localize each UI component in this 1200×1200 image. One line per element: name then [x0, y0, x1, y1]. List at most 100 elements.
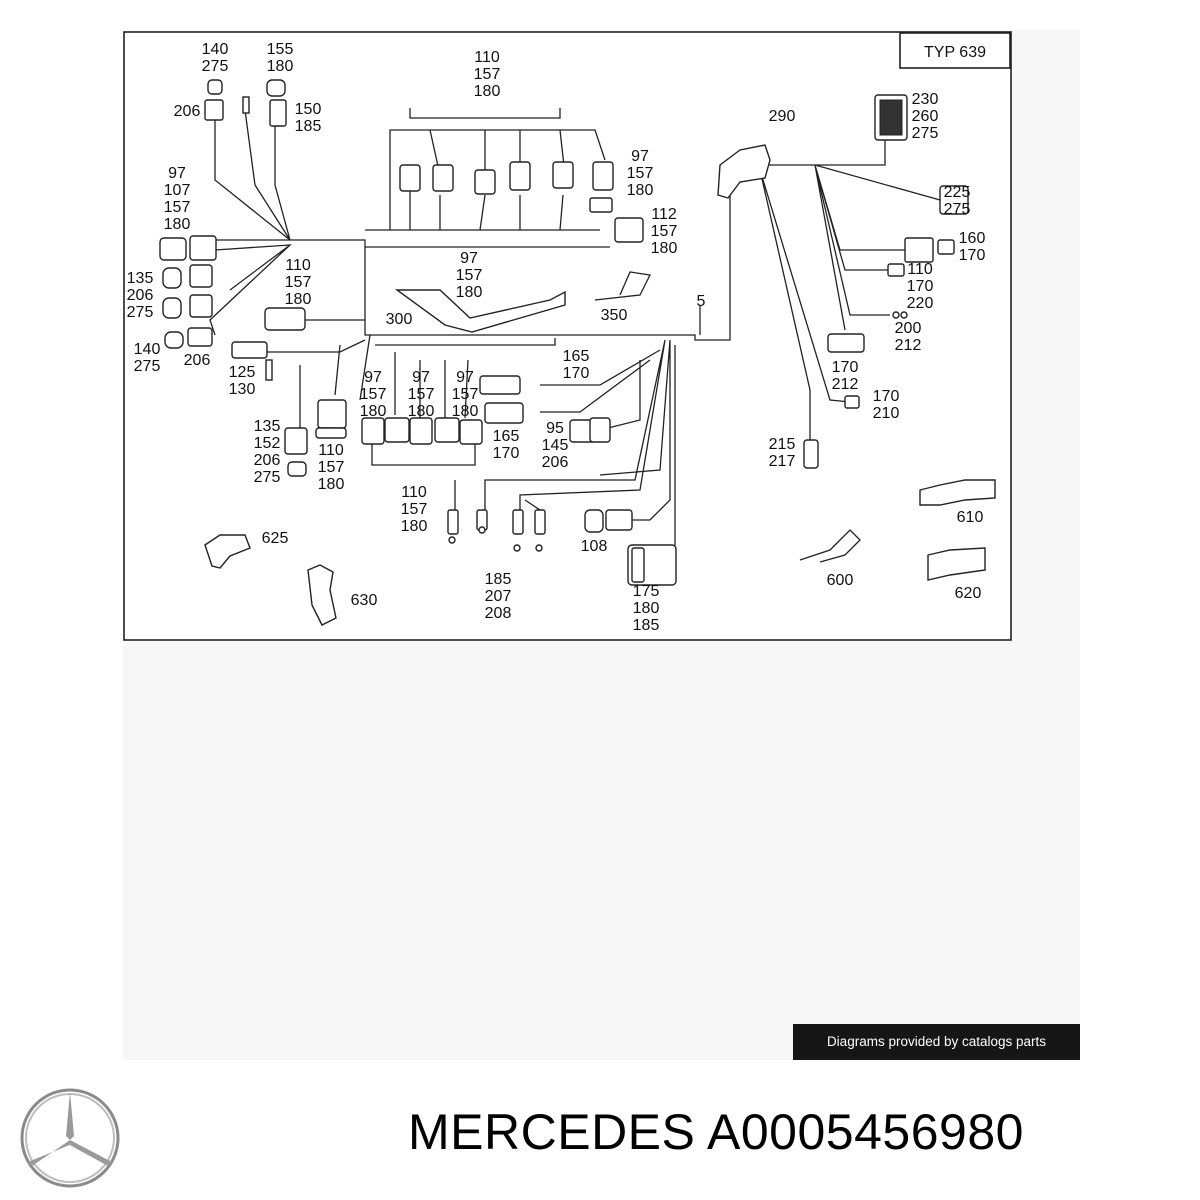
callout-line: 275	[944, 201, 971, 218]
callout-line: 206	[184, 352, 211, 369]
connector-parts	[159, 79, 996, 626]
callout-line: 97	[364, 369, 382, 386]
callout-line: 157	[408, 386, 435, 403]
callout-line: 150	[295, 101, 322, 118]
callout-line: 110	[474, 49, 500, 66]
callout-line: 206	[174, 103, 201, 120]
callout-line: 108	[581, 538, 608, 555]
callout-108: 108	[581, 538, 608, 555]
callout-line: 110	[285, 257, 311, 274]
callout-line: 97	[460, 250, 478, 267]
callout-line: 180	[633, 600, 660, 617]
callout-300: 300	[386, 311, 413, 328]
callout-line: 170	[959, 247, 986, 264]
callout-line: 170	[832, 359, 859, 376]
callout-line: 140	[134, 341, 161, 358]
callout-line: 110	[401, 484, 427, 501]
callout-line: 217	[769, 453, 796, 470]
callout-line: 260	[912, 108, 939, 125]
callout-line: 206	[254, 452, 281, 469]
callout-line: 275	[254, 469, 281, 486]
callout-line: 157	[285, 274, 312, 291]
callout-line: 180	[456, 284, 483, 301]
callout-line: 185	[295, 118, 322, 135]
callout-line: 157	[164, 199, 191, 216]
callout-line: 275	[134, 358, 161, 375]
callout-line: 165	[493, 428, 520, 445]
callout-line: 275	[912, 125, 939, 142]
callout-line: 180	[401, 518, 428, 535]
callout-line: 5	[697, 293, 706, 310]
callout-line: 620	[955, 585, 982, 602]
callout-line: 230	[912, 91, 939, 108]
callout-line: 157	[651, 223, 678, 240]
callout-line: 212	[832, 376, 859, 393]
callout-630: 630	[351, 592, 378, 609]
callout-line: 180	[474, 83, 501, 100]
callout-line: 185	[633, 617, 660, 634]
callout-5: 5	[697, 293, 706, 310]
watermark-badge: Diagrams provided by catalogs parts	[793, 1024, 1080, 1060]
callout-line: 157	[452, 386, 479, 403]
callout-line: 95	[546, 420, 564, 437]
wiring-harness-diagram: TYP 639	[123, 31, 1012, 641]
brand-title: MERCEDES A0005456980	[408, 1104, 1024, 1160]
callout-line: 300	[386, 311, 413, 328]
callout-line: 107	[164, 182, 191, 199]
callout-line: 225	[944, 184, 971, 201]
callout-line: 157	[318, 459, 345, 476]
callout-line: 180	[627, 182, 654, 199]
callout-line: 208	[485, 605, 512, 622]
callout-line: 170	[493, 445, 520, 462]
callout-line: 145	[542, 437, 569, 454]
callout-line: 135	[127, 270, 154, 287]
callout-line: 160	[959, 230, 986, 247]
callout-620: 620	[955, 585, 982, 602]
callout-290: 290	[769, 108, 796, 125]
callout-line: 157	[456, 267, 483, 284]
callout-line: 220	[907, 295, 934, 312]
type-box	[899, 32, 1011, 69]
callout-line: 97	[631, 148, 649, 165]
callout-line: 165	[563, 348, 590, 365]
type-label: TYP 639	[924, 44, 986, 61]
callout-line: 215	[769, 436, 796, 453]
callout-line: 600	[827, 572, 854, 589]
callout-line: 170	[907, 278, 934, 295]
callout-line: 212	[895, 337, 922, 354]
callout-line: 180	[408, 403, 435, 420]
callout-line: 155	[267, 41, 294, 58]
callout-line: 350	[601, 307, 628, 324]
callout-line: 180	[651, 240, 678, 257]
callout-line: 290	[769, 108, 796, 125]
callout-line: 125	[229, 364, 256, 381]
callout-206-top: 206	[174, 103, 201, 120]
mercedes-star-logo	[20, 1088, 120, 1188]
callout-line: 630	[351, 592, 378, 609]
callout-line: 275	[202, 58, 229, 75]
callout-line: 140	[202, 41, 229, 58]
callout-line: 157	[474, 66, 501, 83]
